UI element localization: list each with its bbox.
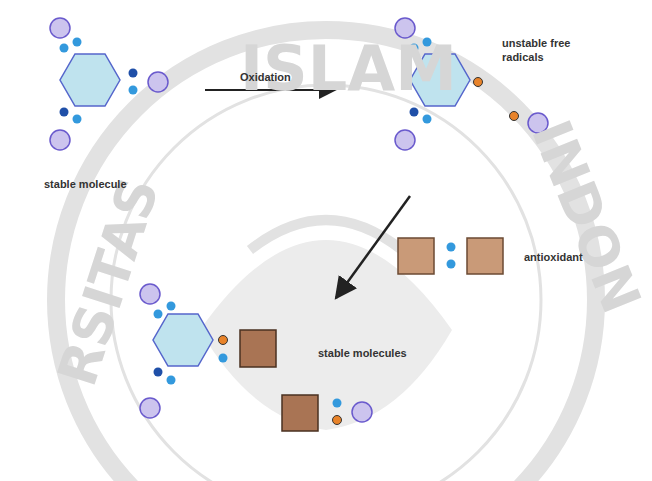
- stable-molecule-figure: [50, 18, 168, 150]
- state-label: stable molecules: [318, 346, 407, 360]
- process-label: Oxidation: [240, 70, 291, 84]
- antioxidant-figure: [398, 238, 503, 274]
- part-label: antioxidant: [524, 250, 583, 264]
- state-label: stable molecule: [44, 177, 127, 191]
- watermark-text: ISLAM: [240, 38, 457, 100]
- state-label: unstable free radicals: [502, 36, 574, 65]
